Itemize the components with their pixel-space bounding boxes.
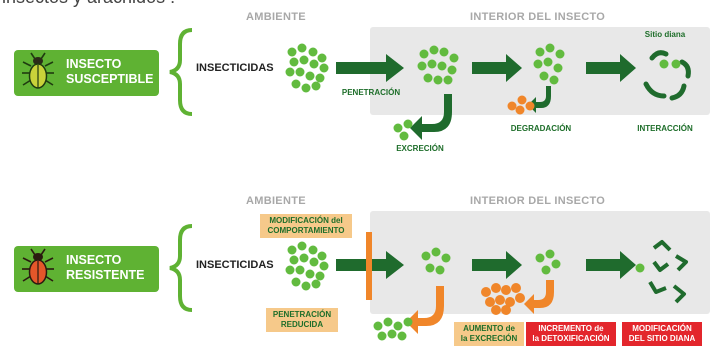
penetration-barrier <box>366 232 372 300</box>
arrow-icon <box>524 280 554 314</box>
title-fragment: insectos y arácnidos : <box>2 0 175 8</box>
arrow-icon <box>472 54 522 82</box>
beetle-icon-orange <box>22 248 54 285</box>
arrow-icon <box>586 54 636 82</box>
penetracion-label: PENETRACIÓN <box>341 88 401 97</box>
aumento-excrecion-note: AUMENTO de la EXCRECIÓN <box>454 322 524 346</box>
arrow-icon <box>336 54 404 82</box>
ambiente-header-bottom: AMBIENTE <box>246 195 306 207</box>
modificacion-comportamiento-note: MODIFICACIÓN del COMPORTAMIENTO <box>260 214 352 238</box>
arrow-icon <box>410 94 452 140</box>
excrecion-label: EXCRECIÓN <box>396 144 444 153</box>
insecticidas-label-top: INSECTICIDAS <box>196 62 274 74</box>
interior-panel-top <box>370 27 710 115</box>
susceptible-badge-text: INSECTO SUSCEPTIBLE <box>66 57 154 86</box>
susceptible-insect-badge: INSECTO SUSCEPTIBLE <box>14 50 159 96</box>
resistant-insect-badge: INSECTO RESISTENTE <box>14 246 159 292</box>
arrow-icon <box>586 251 636 279</box>
dot-clusters <box>285 43 645 341</box>
penetracion-reducida-note: PENETRACIÓN REDUCIDA <box>266 308 338 332</box>
target-site-icon-modified <box>648 240 688 304</box>
arrow-icon-bottom-group <box>336 232 636 334</box>
target-site-icon <box>643 50 691 101</box>
arrow-icon <box>406 286 444 334</box>
interior-header-top: INTERIOR DEL INSECTO <box>470 11 606 23</box>
sitio-diana-label: Sitio diana <box>644 30 686 39</box>
degradacion-label: DEGRADACIÓN <box>510 124 572 133</box>
resistant-badge-text: INSECTO RESISTENTE <box>66 253 145 282</box>
arrow-icon <box>472 251 522 279</box>
degraded-dots <box>481 95 535 315</box>
interior-header-bottom: INTERIOR DEL INSECTO <box>470 195 606 207</box>
brace-icon-bottom <box>169 224 193 312</box>
interaccion-label: INTERACCIÓN <box>637 124 693 133</box>
arrow-icon-top-group <box>336 54 636 140</box>
modificacion-sitio-diana-note: MODIFICACIÓN DEL SITIO DIANA <box>622 322 702 346</box>
incremento-detoxificacion-note: INCREMENTO de la DETOXIFICACIÓN <box>526 322 616 346</box>
insecticidas-label-bottom: INSECTICIDAS <box>196 259 274 271</box>
ambiente-header-top: AMBIENTE <box>246 11 306 23</box>
brace-icon-top <box>169 28 193 116</box>
beetle-icon-green <box>22 52 54 89</box>
